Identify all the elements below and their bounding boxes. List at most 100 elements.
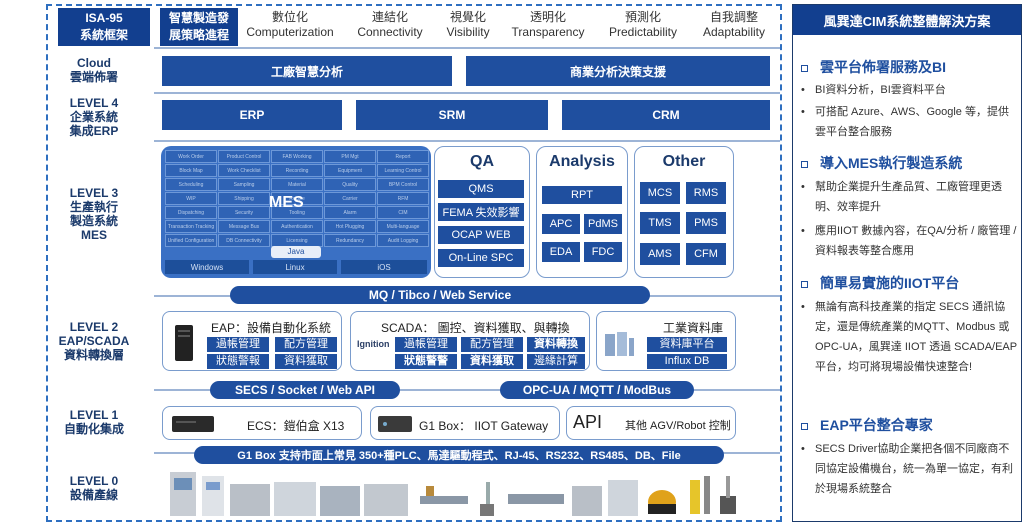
bullet-square-icon	[801, 64, 808, 72]
item-text: SECS Driver協助企業把各個不同廠商不同協定設備機台，統一為單一協定，有…	[815, 443, 1013, 495]
stage-zh: 數位化	[271, 10, 308, 24]
level-line: 自動化集成	[63, 422, 124, 436]
mes-title: MES	[269, 194, 304, 211]
other-title: Other	[662, 153, 706, 170]
bullet-dot-icon: •	[801, 84, 805, 96]
mes-module: PM Mgt	[324, 150, 376, 163]
other-mcs: MCS	[640, 182, 680, 204]
os-windows: Windows	[165, 260, 249, 274]
level-line: LEVEL 0	[69, 474, 119, 488]
other-cfm: CFM	[686, 243, 726, 265]
level-line: 集成ERP	[69, 124, 119, 138]
mes-module: Message Bus	[218, 220, 270, 233]
bullet-square-icon	[801, 280, 808, 288]
database-icon	[605, 332, 634, 356]
eap-posting: 過帳管理	[207, 337, 269, 352]
stage-en: Connectivity	[357, 25, 423, 39]
erp-bar: ERP	[162, 100, 342, 130]
ecs-label: ECS：鎧伯盒 X13	[247, 419, 345, 433]
mes-module: Recording	[271, 164, 323, 177]
mes-module: Equipment	[324, 164, 376, 177]
bullet-dot-icon: •	[801, 106, 805, 118]
java-badge: Java	[271, 246, 321, 258]
separator	[154, 140, 780, 142]
api-label: 其他 AGV/Robot 控制	[625, 420, 731, 432]
other-pms: PMS	[686, 212, 726, 234]
sidebar-section-iiot: 簡單易實施的IIOT平台	[801, 273, 959, 293]
robot-arm-icon	[480, 482, 494, 516]
scada-recipe: 配方管理	[461, 337, 523, 352]
conveyor-icon	[420, 486, 468, 504]
level-line: LEVEL 4	[69, 96, 119, 110]
mes-module: Block Map	[165, 164, 217, 177]
stage-zh: 預測化	[624, 10, 661, 24]
scada-convert: 資料轉換	[527, 337, 585, 352]
api-logo: API	[573, 412, 603, 432]
mes-module: FAB Working	[271, 150, 323, 163]
g1-label: G1 Box： IIOT Gateway	[419, 419, 549, 433]
level-line: LEVEL 3	[69, 186, 119, 200]
os-ios: iOS	[341, 260, 427, 274]
item-text: 無論有高科技產業的指定 SECS 通訊協定，還是傳統產業的MQTT、Modbus…	[815, 301, 1017, 373]
level-line: 企業系統	[69, 110, 118, 124]
qa-ocap: OCAP WEB	[438, 226, 524, 244]
stage-zh: 視覺化	[449, 10, 486, 24]
sidebar-section-mes: 導入MES執行製造系統	[801, 153, 962, 173]
sidebar-section-eap: EAP平台整合專家	[801, 415, 933, 435]
strategy-line2: 展策略進程	[168, 28, 229, 42]
other-rms: RMS	[686, 182, 726, 204]
stage-en: Adaptability	[702, 25, 766, 39]
db-title: 工業資料庫	[663, 321, 724, 335]
eap-acquire: 資料獲取	[275, 354, 337, 369]
mes-module: Recipe	[271, 192, 323, 205]
mes-module: Dispatching	[165, 206, 217, 219]
scada-title: SCADA： 圖控、資料獲取、與轉換	[381, 321, 570, 335]
scada-posting: 過帳管理	[395, 337, 457, 352]
gateway-icon	[378, 416, 412, 432]
api-box: API 其他 AGV/Robot 控制	[566, 406, 736, 440]
cloud-bi-bar: 商業分析決策支援	[466, 56, 770, 86]
db-platform: 資料庫平台	[647, 337, 727, 352]
separator	[154, 92, 780, 94]
isa95-line2: 系統框架	[79, 28, 128, 42]
isa95-header: ISA-95 系統框架	[58, 8, 150, 46]
mes-module: Tooling	[271, 206, 323, 219]
mes-module: Carrier	[324, 192, 376, 205]
mes-module: Alarm	[324, 206, 376, 219]
ignition-logo: Ignition	[357, 339, 390, 349]
sidebar-item: •無論有高科技產業的指定 SECS 通訊協定，還是傳統產業的MQTT、Modbu…	[801, 297, 1017, 377]
separator	[154, 389, 780, 391]
eap-alarm: 狀態警報	[207, 354, 269, 369]
scada-acquire: 資料獲取	[461, 354, 523, 369]
mes-module: BPM Control	[377, 178, 429, 191]
sidebar-item: •可搭配 Azure、AWS、Google 等，提供雲平台整合服務	[801, 102, 1017, 142]
qa-fema: FEMA 失效影響	[438, 203, 524, 221]
mes-module: Learning Control	[377, 164, 429, 177]
equipment-strip	[170, 472, 736, 516]
robot-icon	[690, 476, 710, 514]
mes-module: Audit Logging	[377, 234, 429, 247]
agv-icon	[648, 490, 676, 514]
cloud-analytics-bar: 工廠智慧分析	[162, 56, 452, 86]
stage-zh: 自我調整	[709, 10, 758, 24]
sidebar-section-cloud: 雲平台佈署服務及BI	[801, 57, 946, 77]
machine-icon	[230, 484, 270, 516]
mes-module: Material	[271, 178, 323, 191]
bullet-square-icon	[801, 422, 808, 430]
sidebar-item: •BI資料分析，BI雲資料平台	[801, 80, 1017, 100]
stage-zh: 連結化	[371, 10, 408, 24]
g1-support-bar: G1 Box 支持市面上常見 350+種PLC、馬達驅動程式、RJ-45、RS2…	[194, 446, 724, 464]
level-line: 雲端佈署	[69, 70, 118, 84]
qa-qms: QMS	[438, 180, 524, 198]
mes-module: WIP	[165, 192, 217, 205]
sidebar-item: •SECS Driver協助企業把各個不同廠商不同協定設備機台，統一為單一協定，…	[801, 439, 1017, 499]
eap-title: EAP：設備自動化系統	[211, 321, 332, 335]
mes-module: Multi-language	[377, 220, 429, 233]
